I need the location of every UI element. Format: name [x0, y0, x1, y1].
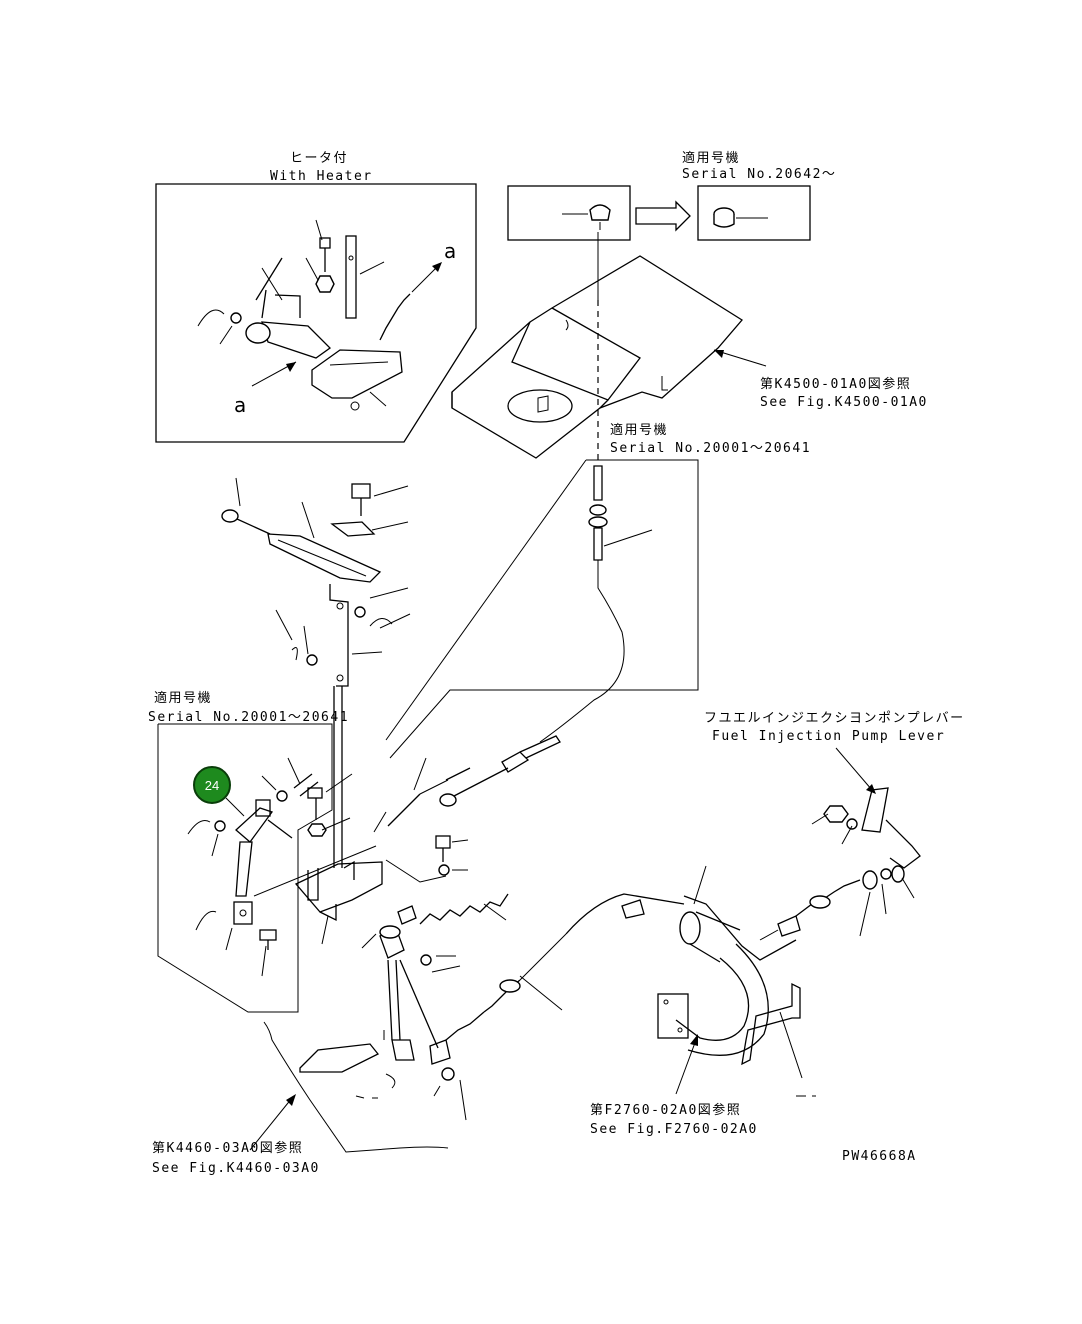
knob-inset [507, 185, 811, 241]
serial-left-label-jp: 適用号機 [154, 690, 212, 706]
view-a-label-top: a [444, 239, 456, 263]
item-badge-24[interactable]: 24 [193, 766, 245, 817]
fuel-pump-lever [759, 747, 921, 941]
heater-inset: a a [155, 183, 477, 443]
central-linkage [249, 735, 567, 1153]
ref-f2760-jp: 第F2760-02A0図参照 [590, 1102, 741, 1118]
cable-inset [385, 459, 699, 759]
left-inset [157, 723, 333, 1013]
heater-label-jp: ヒータ付 [290, 151, 348, 166]
floor-plate [451, 255, 767, 459]
fuel-label-jp: フユエルインジエクシヨンポンプレバー [704, 711, 965, 726]
serial-mid-label-jp: 適用号機 [610, 422, 668, 438]
ref-k4500-en: See Fig.K4500-01A0 [760, 395, 928, 410]
serial-left-label-en: Serial No.20001～20641 [148, 710, 349, 725]
ref-k4460-en: See Fig.K4460-03A0 [152, 1161, 320, 1176]
fuel-label-en: Fuel Injection Pump Lever [712, 729, 945, 744]
ref-k4500-jp: 第K4500-01A0図参照 [760, 376, 911, 392]
accelerator-pedal [221, 477, 411, 868]
item-badge-label: 24 [205, 778, 219, 793]
view-a-label-bottom: a [234, 393, 246, 417]
ref-f2760-en: See Fig.F2760-02A0 [590, 1122, 758, 1137]
ref-k4460-jp: 第K4460-03A0図参照 [152, 1140, 303, 1156]
exhaust-pipe [565, 865, 816, 1097]
serial-top-label-en: Serial No.20642～ [682, 167, 836, 182]
serial-mid-label-en: Serial No.20001～20641 [610, 441, 811, 456]
serial-top-label-jp: 適用号機 [682, 150, 740, 166]
drawing-number: PW46668A [842, 1149, 917, 1164]
heater-label-en: With Heater [270, 169, 373, 184]
